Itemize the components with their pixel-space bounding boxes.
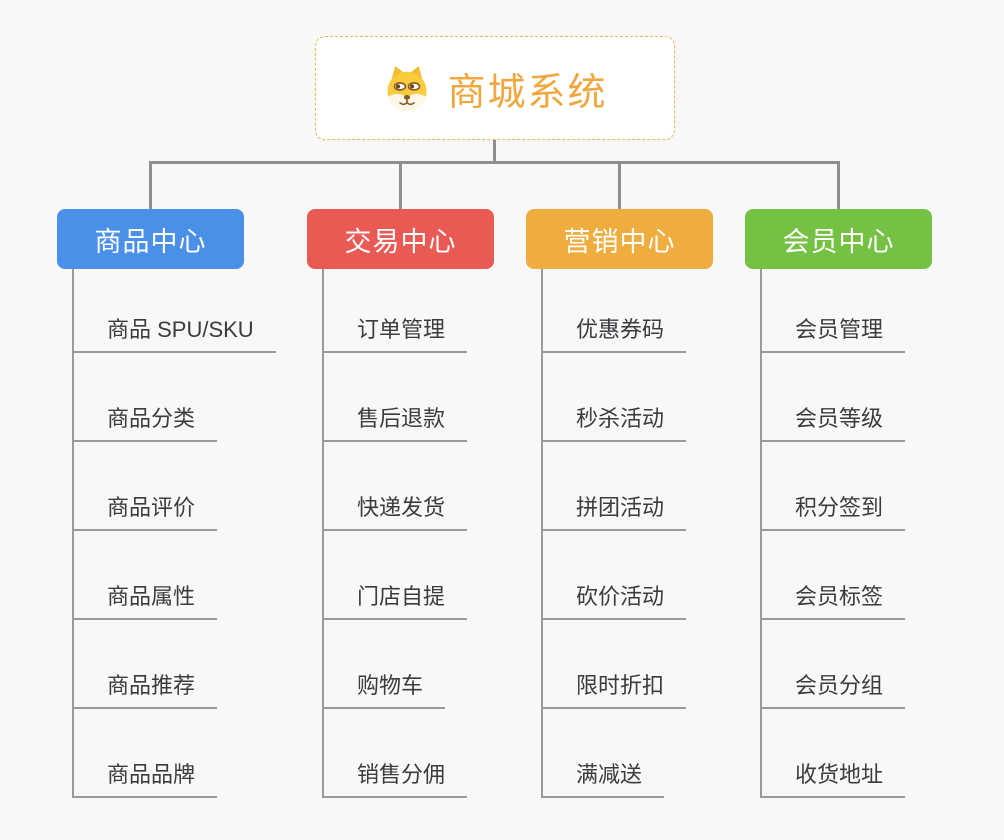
topic-limited-time-discount[interactable]: 限时折扣	[543, 668, 687, 709]
connector-bus	[149, 161, 839, 164]
branch-items-marketing-center: 优惠券码 秒杀活动 拼团活动 砍价活动 限时折扣 满减送	[541, 269, 771, 798]
root-node[interactable]: 商城系统	[315, 36, 675, 140]
topic-member-level[interactable]: 会员等级	[762, 401, 906, 442]
tree-item: 销售分佣	[324, 709, 552, 798]
tree-item: 砍价活动	[543, 531, 771, 620]
tree-item: 商品属性	[74, 531, 302, 620]
root-title: 商城系统	[447, 71, 608, 114]
topic-sales-commission[interactable]: 销售分佣	[324, 757, 468, 798]
connector-drop-marketing	[618, 161, 621, 210]
tree-item: 订单管理	[324, 269, 552, 353]
branch-trade-center: 交易中心 订单管理 售后退款 快递发货 门店自提 购物车 销售分佣	[307, 209, 507, 798]
branch-header-product-center[interactable]: 商品中心	[57, 209, 244, 269]
tree-item: 购物车	[324, 620, 552, 709]
tree-item: 商品品牌	[74, 709, 302, 798]
branch-header-marketing-center[interactable]: 营销中心	[526, 209, 713, 269]
tree-item: 商品 SPU/SKU	[74, 269, 302, 353]
topic-flash-sale[interactable]: 秒杀活动	[543, 401, 687, 442]
topic-order-management[interactable]: 订单管理	[324, 312, 468, 353]
tree-item: 会员标签	[762, 531, 990, 620]
topic-shipping-address[interactable]: 收货地址	[762, 757, 906, 798]
topic-aftersale-refund[interactable]: 售后退款	[324, 401, 468, 442]
tree-item: 会员等级	[762, 353, 990, 442]
tree-item: 会员分组	[762, 620, 990, 709]
tree-item: 快递发货	[324, 442, 552, 531]
topic-store-pickup[interactable]: 门店自提	[324, 579, 468, 620]
topic-coupon-code[interactable]: 优惠券码	[543, 312, 687, 353]
topic-points-checkin[interactable]: 积分签到	[762, 490, 906, 531]
connector-drop-product	[149, 161, 152, 210]
topic-product-spu-sku[interactable]: 商品 SPU/SKU	[74, 312, 276, 353]
tree-item: 售后退款	[324, 353, 552, 442]
branch-header-trade-center[interactable]: 交易中心	[307, 209, 494, 269]
branch-marketing-center: 营销中心 优惠券码 秒杀活动 拼团活动 砍价活动 限时折扣 满减送	[526, 209, 726, 798]
branch-header-member-center[interactable]: 会员中心	[745, 209, 932, 269]
topic-product-recommend[interactable]: 商品推荐	[74, 668, 218, 709]
tree-item: 积分签到	[762, 442, 990, 531]
branch-member-center: 会员中心 会员管理 会员等级 积分签到 会员标签 会员分组 收货地址	[745, 209, 945, 798]
tree-item: 会员管理	[762, 269, 990, 353]
tree-item: 限时折扣	[543, 620, 771, 709]
topic-shopping-cart[interactable]: 购物车	[324, 668, 446, 709]
topic-group-buy[interactable]: 拼团活动	[543, 490, 687, 531]
tree-item: 商品推荐	[74, 620, 302, 709]
connector-drop-member	[837, 161, 840, 210]
branch-product-center: 商品中心 商品 SPU/SKU 商品分类 商品评价 商品属性 商品推荐 商品品牌	[57, 209, 276, 798]
topic-product-review[interactable]: 商品评价	[74, 490, 218, 531]
topic-member-group[interactable]: 会员分组	[762, 668, 906, 709]
topic-spend-and-save[interactable]: 满减送	[543, 757, 665, 798]
tree-item: 门店自提	[324, 531, 552, 620]
tree-item: 秒杀活动	[543, 353, 771, 442]
topic-product-category[interactable]: 商品分类	[74, 401, 218, 442]
connector-drop-trade	[399, 161, 402, 210]
branch-items-product-center: 商品 SPU/SKU 商品分类 商品评价 商品属性 商品推荐 商品品牌	[72, 269, 302, 798]
tree-item: 满减送	[543, 709, 771, 798]
topic-express-delivery[interactable]: 快递发货	[324, 490, 468, 531]
branch-items-trade-center: 订单管理 售后退款 快递发货 门店自提 购物车 销售分佣	[322, 269, 552, 798]
connector-root-drop	[493, 140, 496, 163]
topic-product-attribute[interactable]: 商品属性	[74, 579, 218, 620]
tree-item: 拼团活动	[543, 442, 771, 531]
topic-bargain-activity[interactable]: 砍价活动	[543, 579, 687, 620]
topic-product-brand[interactable]: 商品品牌	[74, 757, 218, 798]
topic-member-management[interactable]: 会员管理	[762, 312, 906, 353]
branch-items-member-center: 会员管理 会员等级 积分签到 会员标签 会员分组 收货地址	[760, 269, 990, 798]
tree-item: 优惠券码	[543, 269, 771, 353]
dog-face-icon	[387, 66, 428, 111]
tree-item: 商品分类	[74, 353, 302, 442]
topic-member-tag[interactable]: 会员标签	[762, 579, 906, 620]
tree-item: 收货地址	[762, 709, 990, 798]
tree-item: 商品评价	[74, 442, 302, 531]
